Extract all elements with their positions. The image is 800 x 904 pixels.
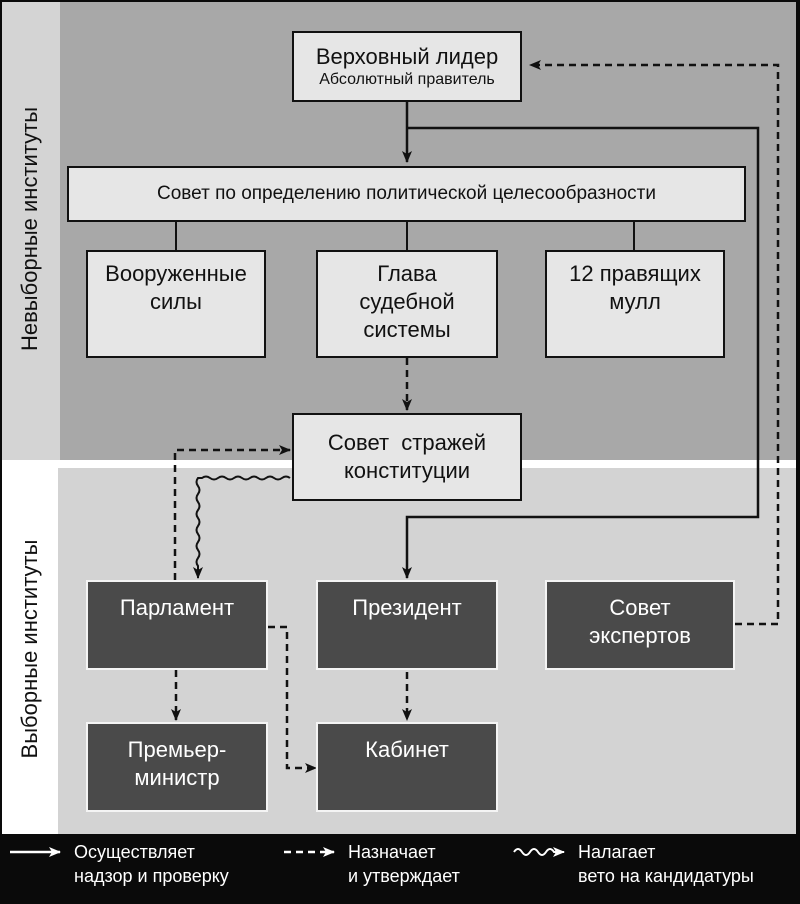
supreme-leader-title: Верховный лидер <box>315 43 499 69</box>
president-label: Президент <box>352 595 462 620</box>
node-president: Президент <box>316 580 498 670</box>
legend-item-oversight: Осуществляет надзор и проверку <box>8 840 248 896</box>
prime-minister-line-1: Премьер- <box>127 737 227 762</box>
unelected-section-label: Невыборные институты <box>17 106 42 351</box>
unelected-label-panel <box>2 2 60 460</box>
ruling-mullahs-line-1: 12 правящих <box>569 261 701 286</box>
supreme-leader-subtitle: Абсолютный правитель <box>319 70 495 88</box>
elected-label-panel <box>2 468 58 834</box>
prime-minister-line-2: министр <box>134 765 220 790</box>
node-judiciary-head: Глава судебной системы <box>316 250 498 358</box>
node-prime-minister: Премьер- министр <box>86 722 268 812</box>
guardian-council-line-1: Совет стражей <box>327 430 487 455</box>
cabinet-label: Кабинет <box>365 737 449 762</box>
node-cabinet: Кабинет <box>316 722 498 812</box>
guardian-council-line-2: конституции <box>343 458 471 483</box>
parliament-label: Парламент <box>119 595 235 620</box>
node-expediency-council: Совет по определению политической целесо… <box>67 166 746 222</box>
legend-item-appoints: Назначает и утверждает <box>282 840 482 896</box>
experts-council-line-1: Совет <box>609 595 671 620</box>
legend-veto-line-1: Налагает <box>578 842 656 862</box>
judiciary-head-line-3: системы <box>363 317 451 342</box>
expediency-council-title: Совет по определению политической целесо… <box>156 183 656 204</box>
armed-forces-line-2: силы <box>150 289 202 314</box>
node-supreme-leader: Верховный лидер Абсолютный правитель <box>292 31 522 102</box>
ruling-mullahs-line-2: мулл <box>609 289 661 314</box>
legend-oversight-line-2: надзор и проверку <box>74 866 229 886</box>
elected-section-label: Выборные институты <box>17 539 42 759</box>
node-parliament: Парламент <box>86 580 268 670</box>
judiciary-head-line-1: Глава <box>377 261 437 286</box>
legend-oversight-line-1: Осуществляет <box>74 842 195 862</box>
solid-arrow-icon <box>10 847 61 857</box>
node-ruling-mullahs: 12 правящих мулл <box>545 250 725 358</box>
dashed-arrow-icon <box>284 847 335 857</box>
node-experts-council: Совет экспертов <box>545 580 735 670</box>
node-armed-forces: Вооруженные силы <box>86 250 266 358</box>
wavy-arrow-icon <box>513 847 565 857</box>
legend-appoints-line-1: Назначает <box>348 842 436 862</box>
legend-item-veto: Налагает вето на кандидатуры <box>512 840 792 896</box>
armed-forces-line-1: Вооруженные <box>105 261 247 286</box>
node-guardian-council: Совет стражей конституции <box>292 413 522 501</box>
legend-appoints-line-2: и утверждает <box>348 866 460 886</box>
experts-council-line-2: экспертов <box>589 623 691 648</box>
legend-veto-line-2: вето на кандидатуры <box>578 866 754 886</box>
judiciary-head-line-2: судебной <box>359 289 455 314</box>
